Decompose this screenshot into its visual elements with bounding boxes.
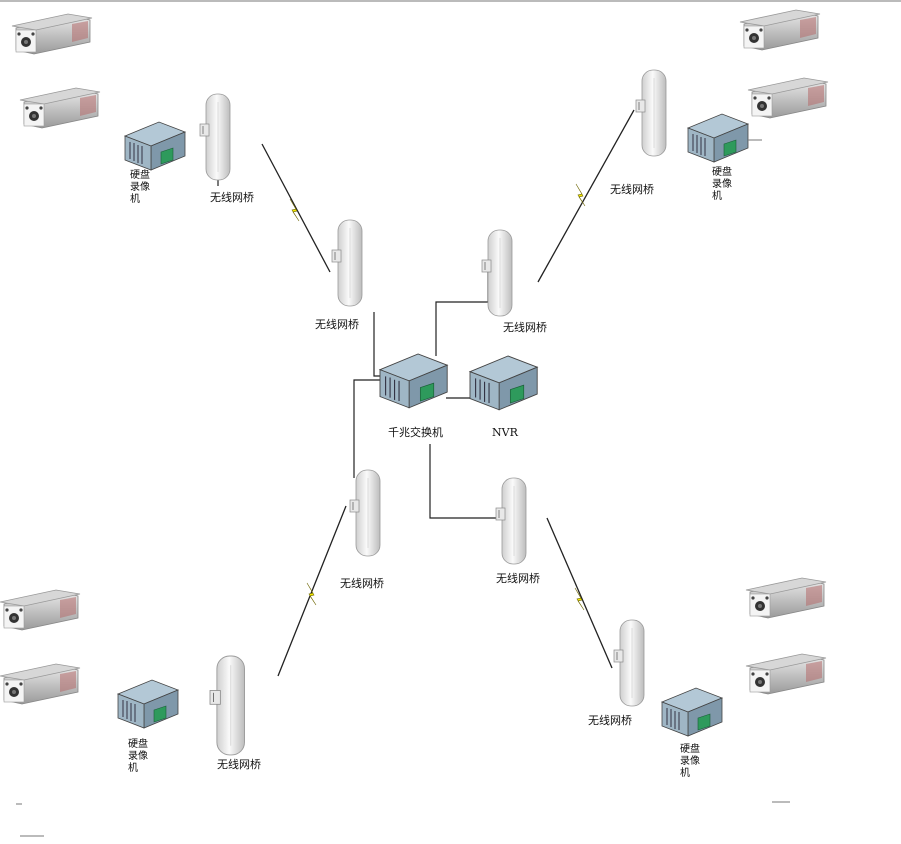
bridge-label: 无线网桥 — [210, 190, 254, 204]
site-top-right: 硬盘 录像 机 无线网桥 — [610, 9, 829, 202]
dvr-label-line1: 硬盘 — [128, 737, 148, 750]
wireless-links — [261, 109, 635, 677]
dvr-label-line2: 录像 — [128, 750, 148, 762]
bridge-label: 无线网桥 — [340, 576, 384, 590]
dvr-label-line3: 机 — [712, 189, 722, 202]
camera-icon — [0, 589, 81, 631]
lightning-icon — [575, 183, 586, 207]
antenna-icon — [199, 93, 231, 181]
antenna-icon — [349, 469, 381, 557]
dvr-label-line3: 机 — [680, 766, 690, 779]
dvr-icon — [117, 679, 179, 729]
dvr-icon — [661, 687, 723, 737]
center-hub: 无线网桥 无线网桥 千兆交换机 NVR 无线网桥 无线网桥 — [315, 219, 547, 590]
antenna-icon — [481, 229, 513, 317]
bridge-label: 无线网桥 — [503, 320, 547, 334]
site-top-left: 硬盘 录像 机 无线网桥 — [11, 13, 254, 205]
bridge-label: 无线网桥 — [217, 757, 261, 771]
site-bottom-left: 硬盘 录像 机 无线网桥 — [0, 589, 261, 774]
antenna-icon — [635, 69, 667, 157]
dvr-label-line2: 录像 — [680, 755, 700, 767]
nvr-label: NVR — [492, 426, 519, 439]
dvr-label-line2: 录像 — [130, 181, 150, 193]
antenna-icon — [495, 477, 527, 565]
antenna-icon — [209, 655, 246, 756]
bridge-label: 无线网桥 — [315, 317, 359, 331]
antenna-icon — [331, 219, 363, 307]
camera-icon — [11, 13, 93, 55]
site-bottom-right: 硬盘 录像 机 无线网桥 — [588, 577, 827, 779]
bridge-label: 无线网桥 — [588, 713, 632, 727]
dvr-icon — [687, 113, 749, 163]
camera-icon — [745, 577, 827, 619]
dvr-label-line1: 硬盘 — [680, 742, 700, 755]
dvr-label-line3: 机 — [128, 761, 138, 774]
dvr-label-line1: 硬盘 — [130, 168, 150, 181]
camera-icon — [0, 663, 81, 705]
switch-label: 千兆交换机 — [388, 425, 443, 439]
dvr-label-line2: 录像 — [712, 178, 732, 190]
bridge-label: 无线网桥 — [610, 182, 654, 196]
camera-icon — [19, 87, 101, 129]
camera-icon — [747, 77, 829, 119]
camera-icon — [739, 9, 821, 51]
nvr-icon — [469, 355, 538, 411]
dvr-label-line1: 硬盘 — [712, 165, 732, 178]
antenna-icon — [613, 619, 645, 707]
dvr-label-line3: 机 — [130, 192, 140, 205]
switch-icon — [379, 353, 448, 409]
dvr-icon — [124, 121, 186, 171]
bridge-label: 无线网桥 — [496, 571, 540, 585]
camera-icon — [745, 653, 827, 695]
